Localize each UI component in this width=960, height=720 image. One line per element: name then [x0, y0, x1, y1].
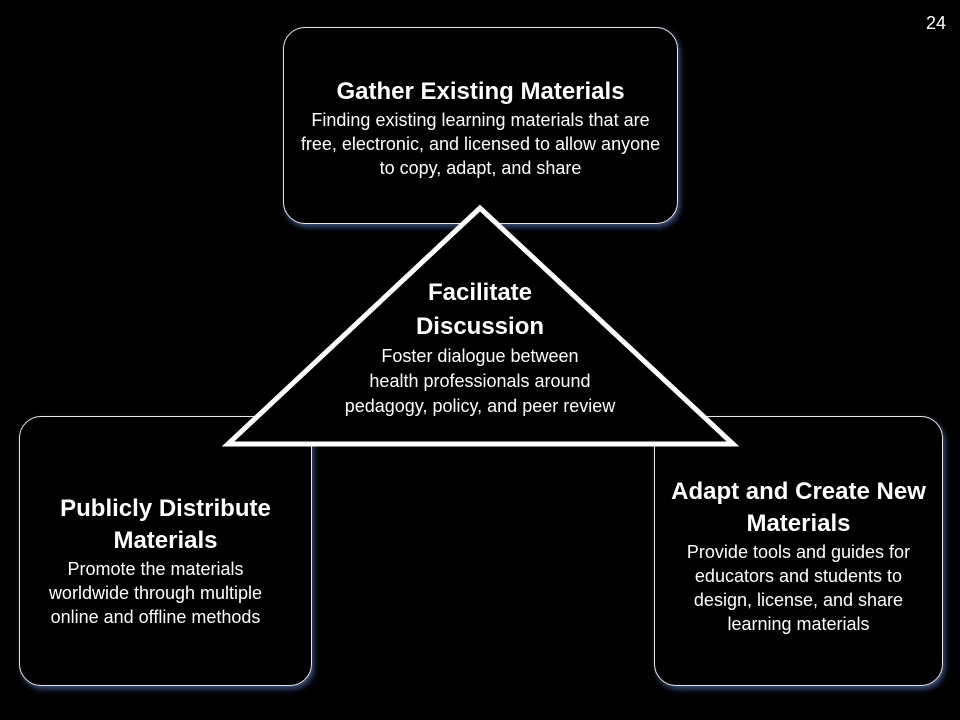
facilitate-discussion-description: Foster dialogue between health professio…: [344, 346, 616, 416]
gather-materials-title: Gather Existing Materials: [336, 77, 625, 105]
triangle-shape: [221, 204, 740, 447]
facilitate-discussion-title: Facilitate Discussion: [415, 279, 545, 340]
distribute-materials-title: Publicly Distribute Materials: [60, 495, 271, 554]
gather-materials-description: Finding existing learning materials that…: [300, 109, 661, 178]
adapt-create-box: Adapt and Create New Materials Provide t…: [654, 416, 943, 686]
adapt-create-description: Provide tools and guides for educators a…: [686, 542, 911, 634]
gather-materials-box: Gather Existing Materials Finding existi…: [283, 27, 678, 224]
adapt-create-title: Adapt and Create New Materials: [671, 478, 926, 537]
gather-materials-content: Gather Existing Materials Finding existi…: [301, 76, 661, 180]
adapt-create-content: Adapt and Create New Materials Provide t…: [669, 476, 929, 636]
distribute-materials-description: Promote the materials worldwide through …: [48, 559, 263, 627]
distribute-materials-content: Publicly Distribute Materials Promote th…: [31, 493, 301, 629]
distribute-materials-box: Publicly Distribute Materials Promote th…: [19, 416, 312, 686]
slide-number: 24: [925, 13, 946, 33]
facilitate-discussion-text: Facilitate Discussion Foster dialogue be…: [280, 276, 680, 419]
